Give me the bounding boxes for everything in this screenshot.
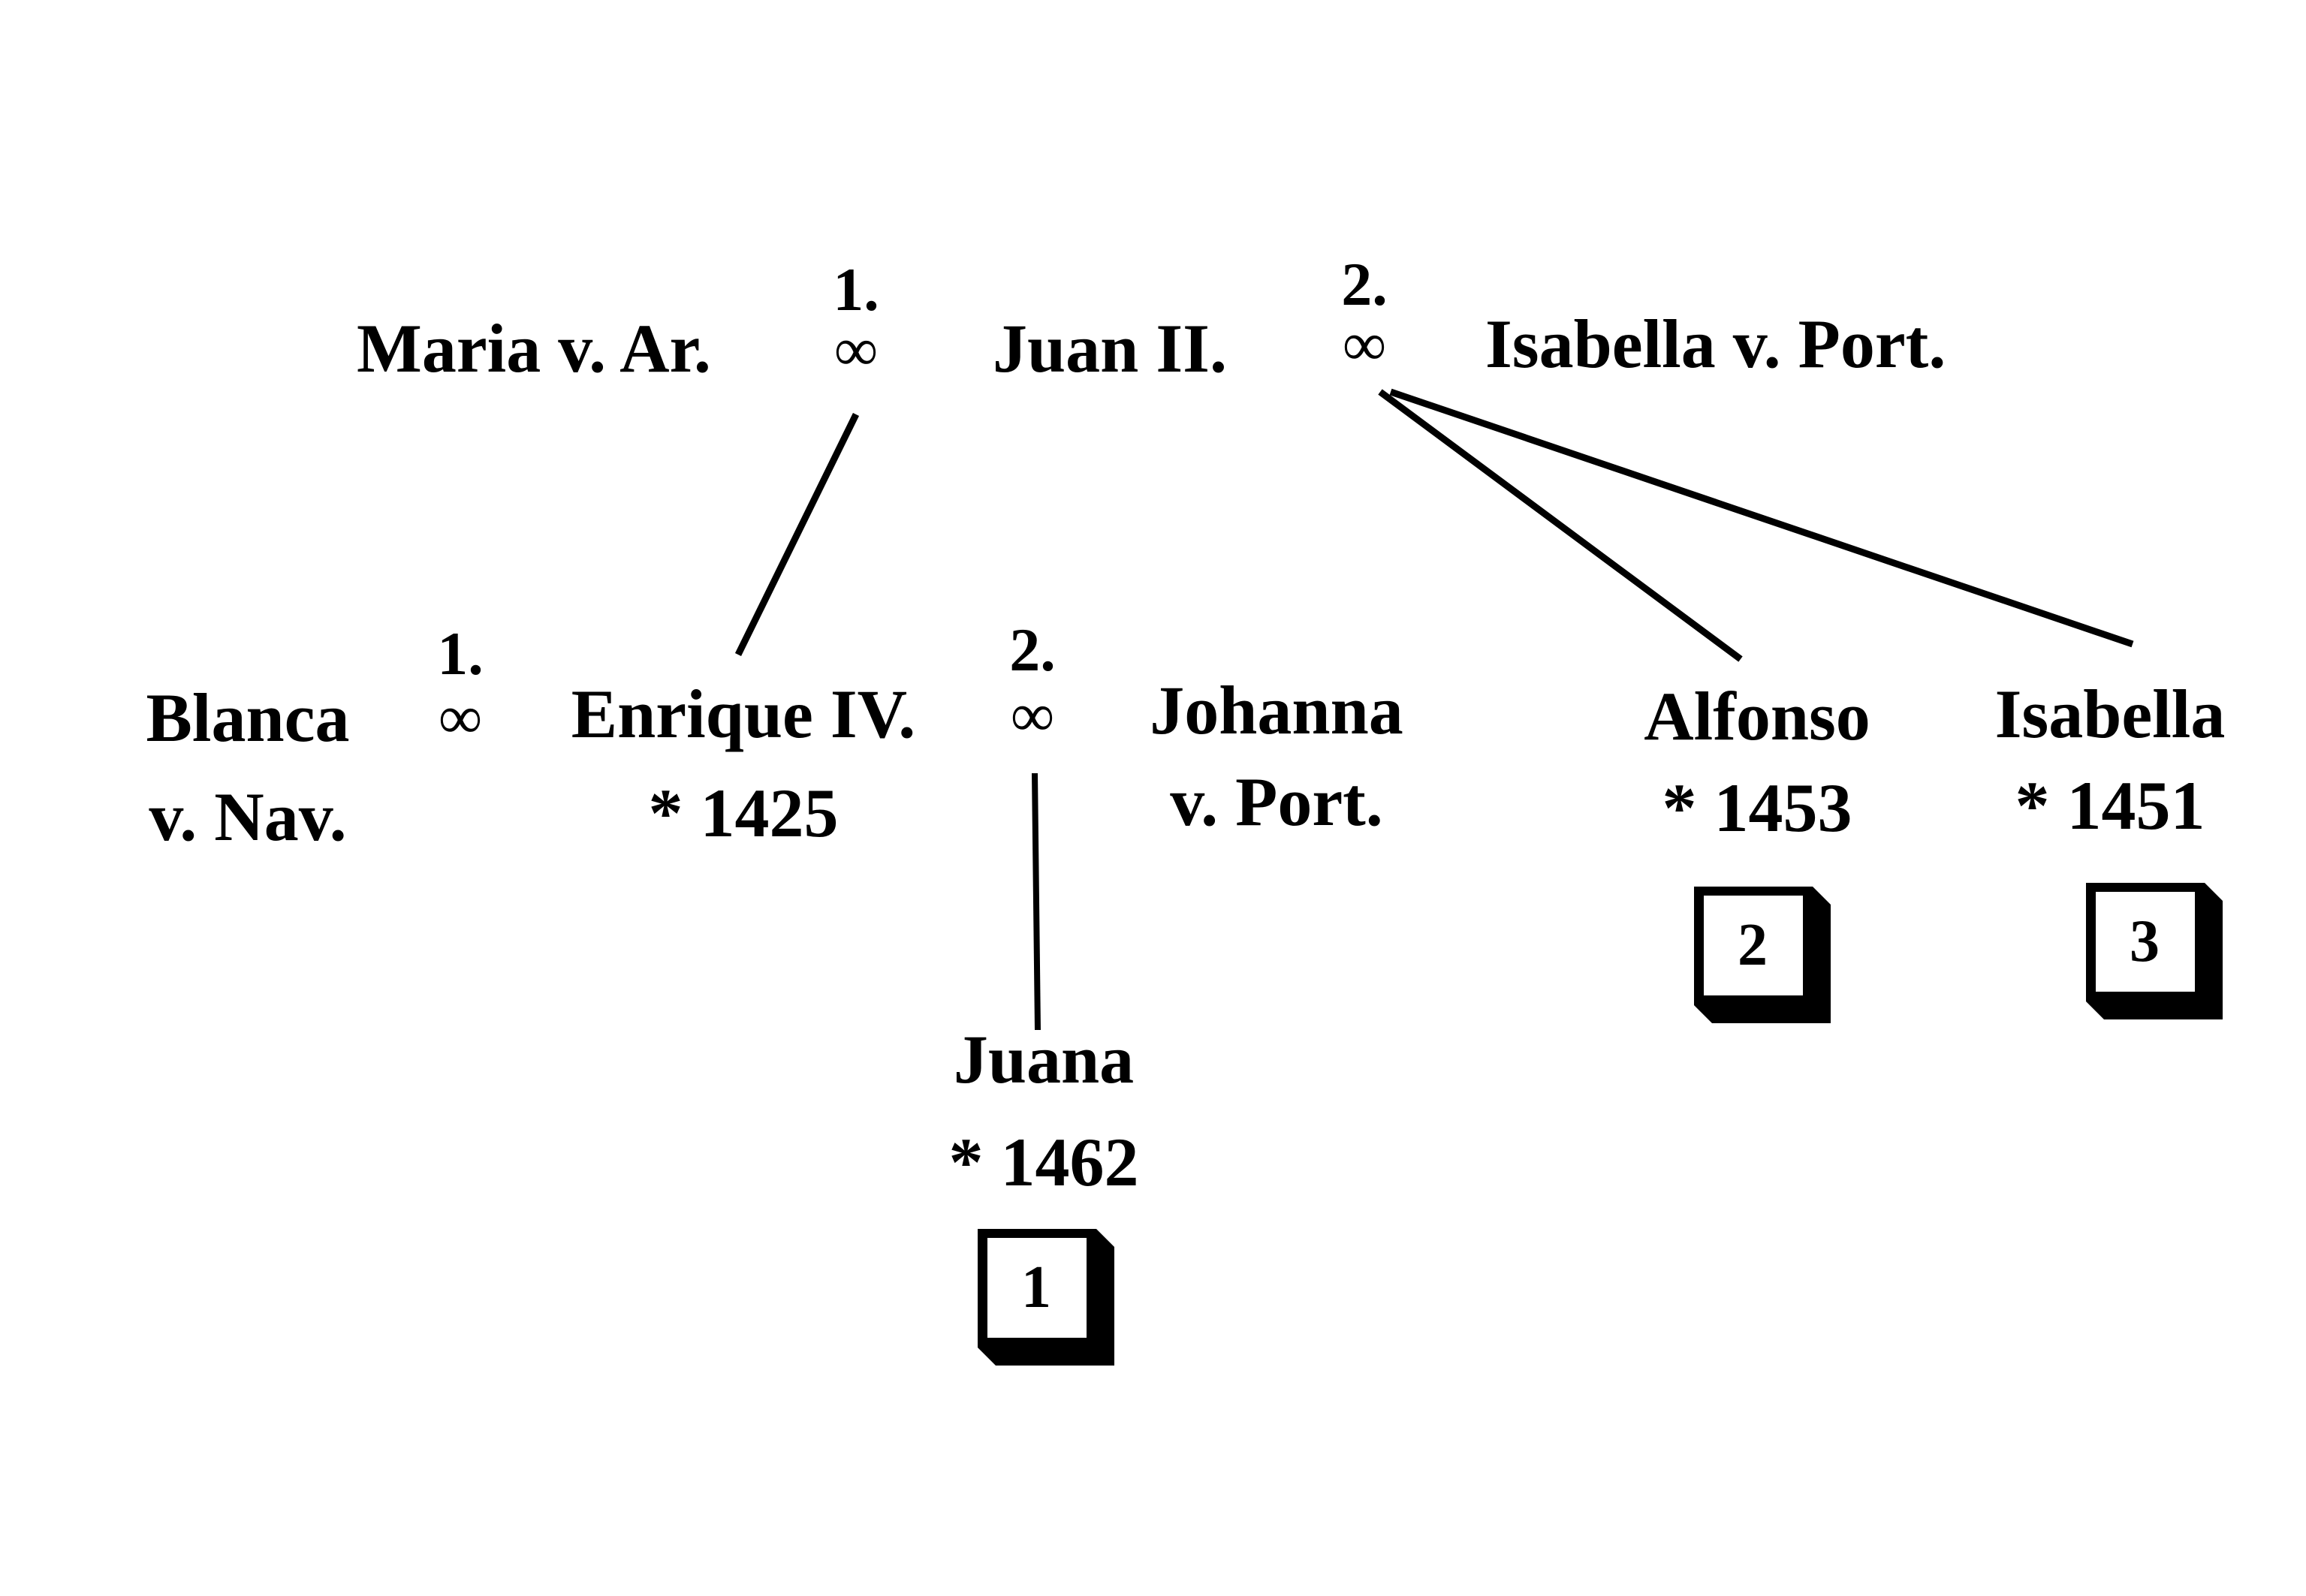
line-juan-isabella-to-isabella (1389, 388, 2134, 648)
person-alfonso: Alfonso * 1453 (1607, 682, 1907, 842)
person-name-line1: Blanca (146, 679, 350, 756)
person-birth: * 1462 (948, 1124, 1139, 1200)
marriage-symbol-icon: ∞ (1010, 681, 1055, 749)
person-name: Alfonso (1644, 678, 1870, 754)
line-juan-isabella-to-alfonso (1378, 389, 1743, 662)
badge-box-icon (2086, 883, 2223, 1019)
person-name-line1: Johanna (1150, 672, 1403, 748)
marriage-order-2: 2. (1009, 616, 1056, 684)
person-juan-ii: Juan II. (993, 310, 1227, 387)
person-blanca-v-nav: Blanca v. Nav. (113, 683, 383, 851)
badge-box-icon (1694, 887, 1831, 1023)
person-name: Isabella (1994, 676, 2226, 752)
person-name-line2: v. Port. (1170, 763, 1383, 840)
badge-number: 2 (1738, 911, 1768, 978)
marriage-order-1: 1. (437, 619, 484, 688)
person-johanna-v-port: Johanna v. Port. (1126, 676, 1427, 836)
person-birth: * 1453 (1662, 769, 1852, 846)
line-enrique-johanna-to-juana (1032, 772, 1041, 1031)
person-juana: Juana * 1462 (886, 1025, 1201, 1197)
marriage-order-2: 2. (1341, 250, 1388, 318)
marriage-symbol-icon: ∞ (438, 683, 483, 751)
person-maria-v-ar: Maria v. Ar. (357, 310, 711, 387)
person-isabella: Isabella * 1451 (1960, 679, 2260, 840)
person-name: Juana (953, 1021, 1135, 1098)
reference-badge-3: 3 (2086, 883, 2223, 1019)
badge-number: 1 (1021, 1254, 1051, 1320)
person-isabella-v-port: Isabella v. Port. (1485, 306, 1946, 382)
marriage-symbol-icon: ∞ (833, 315, 879, 384)
person-name: Enrique IV. (571, 676, 916, 752)
reference-badge-1: 1 (978, 1229, 1114, 1366)
line-juan-maria-to-enrique (734, 413, 860, 656)
marriage-symbol-icon: ∞ (1342, 310, 1387, 378)
person-name-line2: v. Nav. (149, 778, 347, 855)
marriage-order-1: 1. (833, 255, 879, 324)
person-birth: * 1425 (648, 775, 839, 851)
reference-badge-2: 2 (1694, 887, 1831, 1023)
badge-number: 3 (2130, 908, 2160, 974)
person-birth: * 1451 (2015, 767, 2205, 844)
badge-box-icon (978, 1229, 1114, 1366)
person-enrique-iv: Enrique IV. * 1425 (541, 679, 946, 848)
